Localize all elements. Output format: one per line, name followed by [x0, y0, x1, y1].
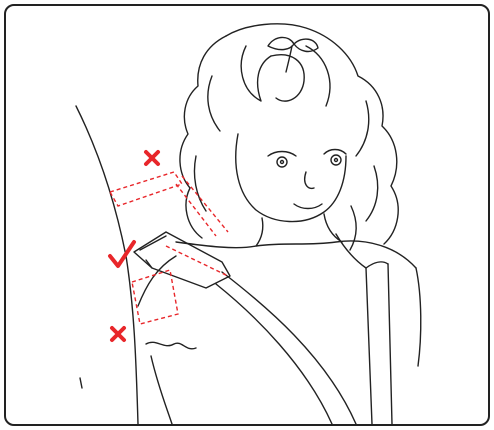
face — [236, 134, 346, 222]
belt-positioner-incorrect-high — [110, 172, 182, 206]
check-icon — [110, 242, 134, 266]
belt-positioner-incorrect-low — [132, 270, 178, 324]
seat-edge-detail — [80, 378, 82, 388]
body — [138, 214, 421, 424]
illustration-frame — [4, 4, 490, 426]
seat-edge — [76, 106, 138, 424]
cross-icon — [112, 328, 124, 340]
belt-path-incorrect-high — [176, 176, 228, 236]
seat-belt — [216, 234, 392, 424]
seatbelt-illustration — [6, 6, 488, 424]
belt-positioner-correct — [134, 232, 230, 288]
cross-icon — [146, 152, 158, 164]
